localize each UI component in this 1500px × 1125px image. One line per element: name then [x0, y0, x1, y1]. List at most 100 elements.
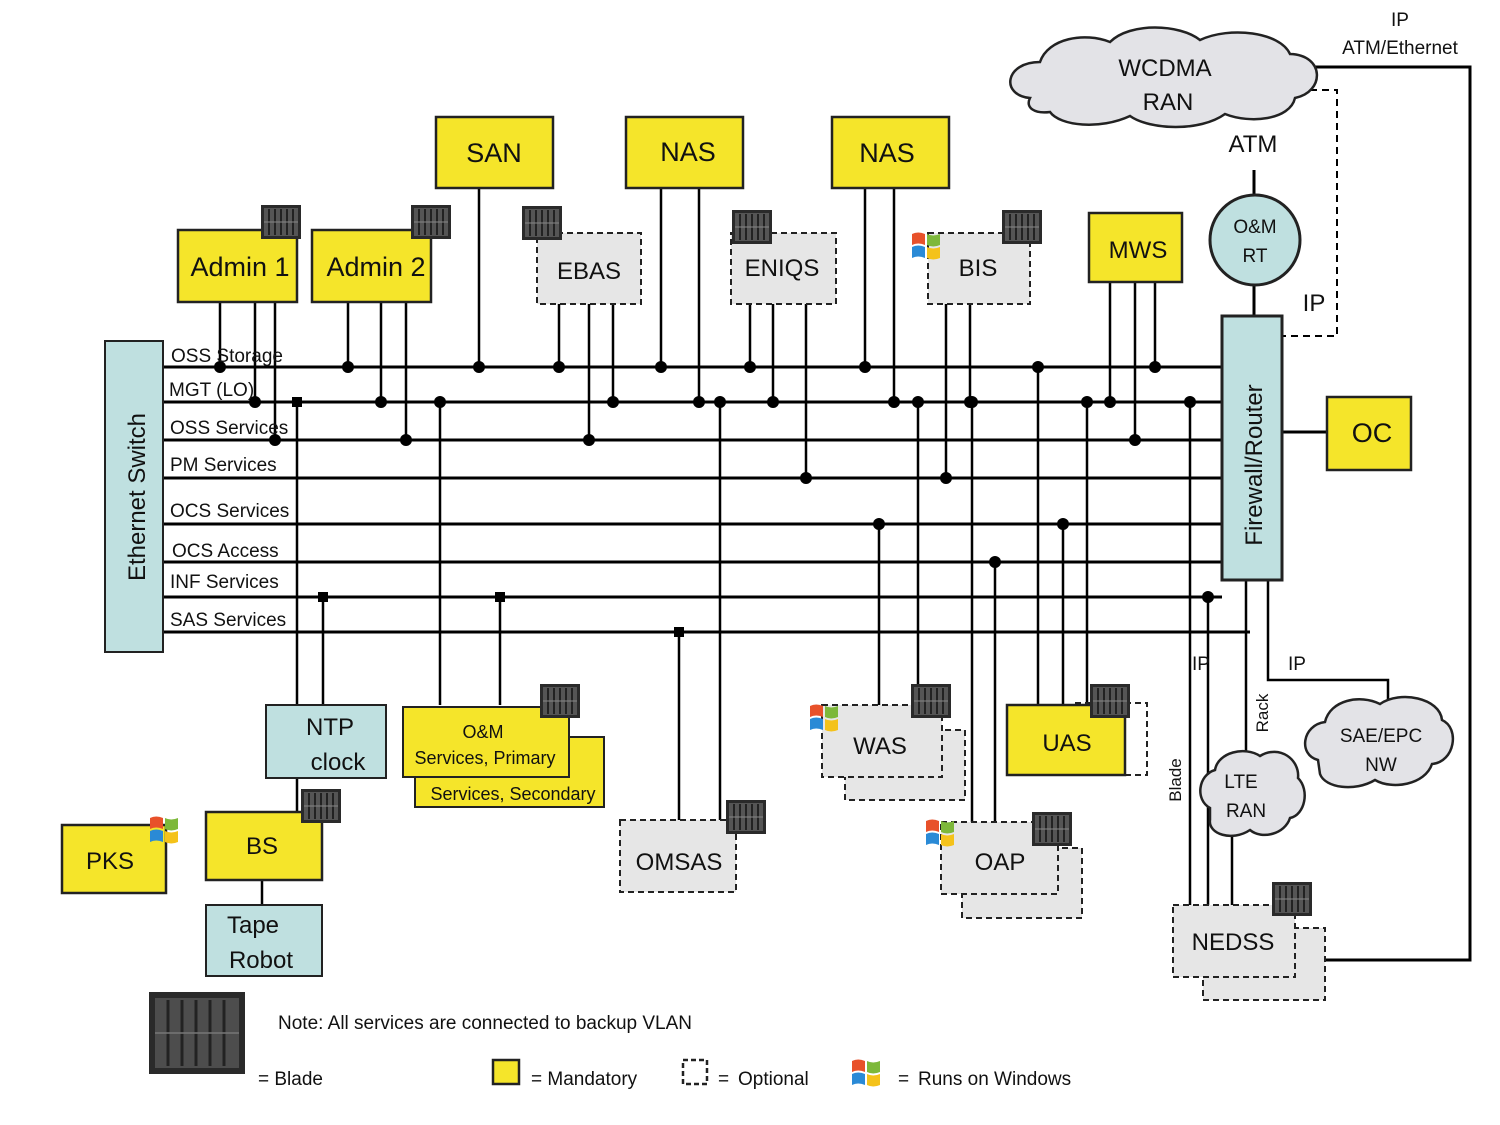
legend-mandatory-swatch	[491, 1058, 521, 1086]
blade-icon	[731, 209, 773, 245]
lte-ran-cloud: LTE RAN	[1199, 750, 1306, 838]
firewall-router-label: Firewall/Router	[1241, 384, 1268, 545]
legend-windows-text: Runs on Windows	[918, 1069, 1071, 1090]
atm-ethernet-label: ATM/Ethernet	[1342, 38, 1459, 59]
legend: Note: All services are connected to back…	[149, 992, 1071, 1090]
ethernet-switch-label: Ethernet Switch	[124, 413, 151, 581]
blade-icon	[725, 799, 767, 835]
ebas-label: EBAS	[557, 258, 621, 285]
windows-icon	[852, 1059, 880, 1087]
mws-label: MWS	[1109, 237, 1168, 264]
blade-link-label: Blade	[1166, 758, 1185, 801]
rack-label: Rack	[1253, 693, 1272, 732]
vlan-inf-services: INF Services	[170, 572, 279, 593]
legend-note: Note: All services are connected to back…	[278, 1013, 692, 1034]
legend-optional-eq: =	[718, 1069, 729, 1090]
nw-label: NW	[1365, 755, 1397, 776]
lte-ran-label: RAN	[1226, 801, 1266, 822]
node-pks: PKS	[60, 816, 178, 895]
nas-2-label: NAS	[859, 138, 915, 168]
node-admin-2: Admin 2	[310, 204, 452, 304]
atm-label: ATM	[1229, 131, 1278, 158]
node-eniqs: ENIQS	[730, 209, 837, 305]
junction-dots	[214, 361, 1214, 637]
node-oc: OC	[1325, 395, 1413, 472]
node-bs: BS	[204, 788, 342, 882]
wcdma-ran-cloud: WCDMA RAN	[1009, 26, 1319, 129]
node-omsas: OMSAS	[619, 799, 767, 893]
ip-label-left: IP	[1192, 654, 1210, 675]
blade-icon	[410, 204, 452, 240]
legend-blade-icon	[149, 992, 245, 1074]
ip-label-top: IP	[1391, 10, 1409, 31]
admin-1-label: Admin 1	[190, 252, 289, 282]
node-uas: UAS	[1005, 683, 1148, 777]
vlan-oss-services: OSS Services	[170, 418, 288, 439]
ip-router-label: IP	[1303, 290, 1326, 317]
legend-optional-text: Optional	[738, 1069, 809, 1090]
oap-label: OAP	[975, 849, 1026, 876]
blade-icon	[539, 683, 581, 719]
legend-windows-eq: =	[898, 1069, 909, 1090]
om-primary-label: Services, Primary	[414, 748, 555, 768]
om-rt-label-1: O&M	[1233, 217, 1276, 238]
node-ntp-clock: NTP clock	[265, 704, 387, 779]
tape-label: Tape	[227, 912, 279, 939]
legend-optional-swatch	[681, 1058, 709, 1086]
blade-icon	[1001, 209, 1043, 245]
wcdma-label: WCDMA	[1118, 55, 1211, 82]
ran-label: RAN	[1143, 89, 1194, 116]
sae-epc-label: SAE/EPC	[1340, 726, 1422, 747]
omsas-label: OMSAS	[636, 849, 723, 876]
blade-icon	[1031, 811, 1073, 847]
node-admin-1: Admin 1	[176, 204, 302, 304]
admin-2-label: Admin 2	[326, 252, 425, 282]
oc-label: OC	[1352, 418, 1393, 448]
node-nas-2: NAS	[830, 115, 951, 190]
bs-label: BS	[246, 833, 278, 860]
node-mws: MWS	[1087, 211, 1184, 284]
blade-icon	[521, 205, 563, 241]
robot-label: Robot	[229, 947, 293, 974]
blade-icon	[300, 788, 342, 824]
nedss-label: NEDSS	[1192, 929, 1275, 956]
vlan-ocs-services: OCS Services	[170, 501, 289, 522]
nas-1-label: NAS	[660, 137, 716, 167]
blade-icon	[260, 204, 302, 240]
node-nedss: NEDSS	[1172, 881, 1326, 1001]
vlan-labels: OSS Storage MGT (LO) OSS Services PM Ser…	[169, 346, 289, 631]
blade-icon	[1089, 683, 1131, 719]
node-tape-robot: Tape Robot	[205, 904, 323, 977]
ip-label-right: IP	[1288, 654, 1306, 675]
blade-icon	[910, 683, 952, 719]
sae-epc-cloud: SAE/EPC NW	[1303, 695, 1455, 789]
node-bis: BIS	[912, 209, 1043, 305]
vlan-oss-storage: OSS Storage	[171, 346, 283, 367]
om-secondary-label: Services, Secondary	[430, 784, 595, 804]
node-nas-1: NAS	[624, 115, 745, 190]
node-oap: OAP	[926, 811, 1083, 919]
firewall-router: Firewall/Router	[1220, 314, 1284, 582]
vlan-pm-services: PM Services	[170, 455, 277, 476]
legend-mandatory-text: = Mandatory	[531, 1069, 638, 1090]
lte-label: LTE	[1224, 772, 1257, 793]
windows-icon	[912, 232, 940, 260]
legend-blade-text: = Blade	[258, 1069, 323, 1090]
san-label: SAN	[466, 138, 522, 168]
pks-label: PKS	[86, 848, 134, 875]
connectors	[218, 188, 1390, 905]
vlan-bus	[163, 365, 1250, 634]
om-rt-router: O&M RT	[1208, 193, 1302, 287]
blade-icon	[1271, 881, 1313, 917]
windows-icon	[926, 819, 954, 847]
vlan-sas-services: SAS Services	[170, 610, 286, 631]
node-san: SAN	[434, 115, 555, 190]
clock-label: clock	[311, 749, 367, 776]
bis-label: BIS	[959, 255, 998, 282]
vlan-mgt-lo: MGT (LO)	[169, 380, 254, 401]
eniqs-label: ENIQS	[745, 255, 820, 282]
vlan-ocs-access: OCS Access	[172, 541, 279, 562]
om-label: O&M	[462, 722, 503, 742]
ethernet-switch: Ethernet Switch	[104, 340, 164, 653]
